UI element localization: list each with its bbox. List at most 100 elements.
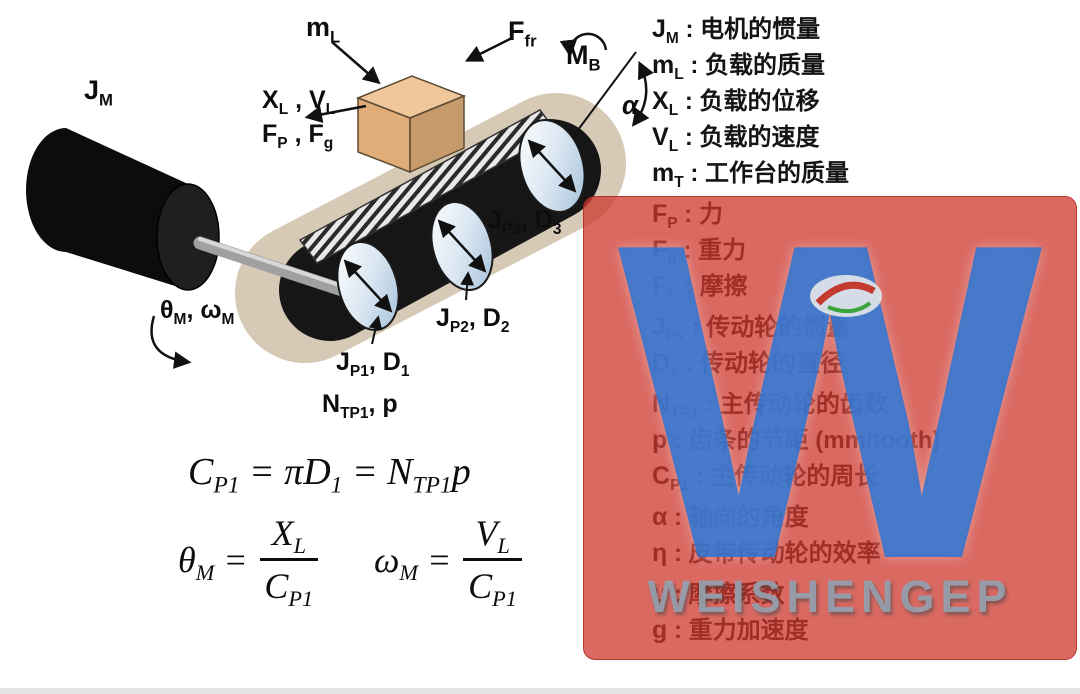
equation-circumference: CP1 = πD1 = NTP1p [188,450,471,499]
legend-desc: 传动轮的直径 [700,350,845,377]
legend-desc: 力 [698,201,723,228]
legend-symbol: g [652,616,668,644]
legend-symbol: XL [652,87,679,119]
legend-separator: : [678,124,700,151]
legend-desc: 负载的质量 [705,52,826,79]
legend-item: NTP1 : 主传动轮的齿数 [652,389,1080,422]
label-belt-moment: MB [566,40,601,75]
motor-shaft [193,236,352,298]
legend-desc: 齿条的节距 (mm/tooth) [688,427,941,454]
legend-item: p : 齿条的节距 (mm/tooth) [652,425,1080,456]
legend-symbol: FP [652,200,678,232]
legend-item: FP : 力 [652,199,1080,232]
legend-separator: : [683,160,706,187]
legend-separator: : [678,350,701,377]
legend-symbol: Fg [652,236,677,268]
legend-desc: 负载的速度 [699,124,820,151]
fraction-numerator: XL [259,512,318,561]
legend-desc: 传动轮的惯量 [706,314,851,341]
legend-symbol: α [652,503,668,531]
label-displacement-velocity: XL , VL [262,86,336,118]
friction-force-arrow [464,36,513,62]
legend-item: Ffr : 摩擦 [652,271,1080,304]
legend-desc: 主传动轮的齿数 [719,391,888,418]
shaft-highlight [198,237,347,289]
label-forces: FP , Fg [262,120,334,152]
legend-symbol: p [652,426,668,454]
legend-item: CP1 : 主传动轮的周长 [652,461,1080,494]
legend-separator: : [678,88,700,115]
legend-symbol: VL [652,123,679,155]
legend-separator: : [698,391,720,418]
legend-item: μ : 摩擦系数 [652,579,1080,610]
label-angle-alpha: α [622,90,639,120]
legend-symbol: η [652,539,668,567]
legend-desc: 电机的惯量 [700,16,821,43]
legend-symbol: Ffr [652,272,679,304]
legend-desc: 负载的位移 [699,88,820,115]
legend-item: g : 重力加速度 [652,615,1080,646]
label-pulley2: JP2, D2 [436,304,510,336]
legend-symbol: mT [652,159,684,191]
legend-desc: 重力加速度 [688,617,809,644]
pulley2-pointer-arrow [460,271,475,301]
motor-rotation-arrow [150,315,192,369]
label-pulley1: JP1, D1 [336,348,410,380]
legend-desc: 重力 [698,237,747,264]
legend-item: mL : 负载的质量 [652,50,1080,83]
legend-item: Fg : 重力 [652,235,1080,268]
eq-omega-lhs: ωM = [374,539,452,585]
angle-reference-line [571,51,637,139]
legend-desc: 皮带传动轮的效率 [688,540,881,567]
equation-omega: ωM = VL CP1 [374,512,522,612]
legend-symbol: JM [652,15,679,47]
legend-symbol: Dx [652,349,679,381]
legend-separator: : [667,427,689,454]
legend-item: JM : 电机的惯量 [652,14,1080,47]
belt-moment-arrow [559,32,608,58]
page-bottom-edge [0,688,1080,694]
angle-arc-arrow [631,60,654,127]
motor-front-face [156,183,220,291]
legend-item: mT : 工作台的质量 [652,158,1080,191]
legend-symbol: NTP1 [652,390,699,422]
equation-circumference-text: CP1 = πD1 = NTP1p [188,451,471,499]
label-motor-rotation: θM, ωM [160,296,235,328]
legend-desc: 主传动轮的周长 [710,463,879,490]
conveyor-diagram [26,32,654,369]
legend-symbol: CP1 [652,462,690,494]
pulley1-pointer-arrow [368,315,383,345]
legend-item: η : 皮带传动轮的效率 [652,538,1080,569]
legend-item: JPx : 传动轮的惯量 [652,312,1080,345]
legend-symbol: JPx [652,313,685,345]
fraction-denominator: CP1 [468,566,517,612]
legend-separator: : [676,237,699,264]
fraction-omega: VL CP1 [463,512,522,612]
velocity-arrow [304,104,367,123]
label-pulley3: JP3, D3 [488,206,562,238]
diameter-arrow-2 [437,219,487,273]
equation-row: θM = XL CP1 ωM = VL CP1 [178,512,522,612]
legend-desc: 摩擦 [699,273,748,300]
legend-separator: : [667,581,689,608]
load-mass-arrow [331,41,381,85]
legend-desc: 摩擦系数 [688,581,785,608]
legend-item: Dx : 传动轮的直径 [652,348,1080,381]
label-load-mass: mL [306,12,341,47]
label-motor-inertia: JM [84,75,113,110]
diameter-arrow-3 [527,139,577,193]
legend-separator: : [689,463,711,490]
load-box [355,75,467,174]
legend-item: α : 轴向的角度 [652,502,1080,533]
legend-separator: : [678,273,700,300]
eq-theta-lhs: θM = [178,539,248,585]
fraction-theta: XL CP1 [259,512,318,610]
legend-separator: : [667,617,689,644]
legend-separator: : [667,504,689,531]
legend-symbol: mL [652,51,684,83]
label-teeth-pitch: NTP1, p [322,390,398,422]
legend-separator: : [683,52,706,79]
symbol-legend: JM : 电机的惯量 mL : 负载的质量 XL : 负载的位移 VL : 负载… [652,14,1080,651]
label-friction-force: Ffr [508,16,537,51]
